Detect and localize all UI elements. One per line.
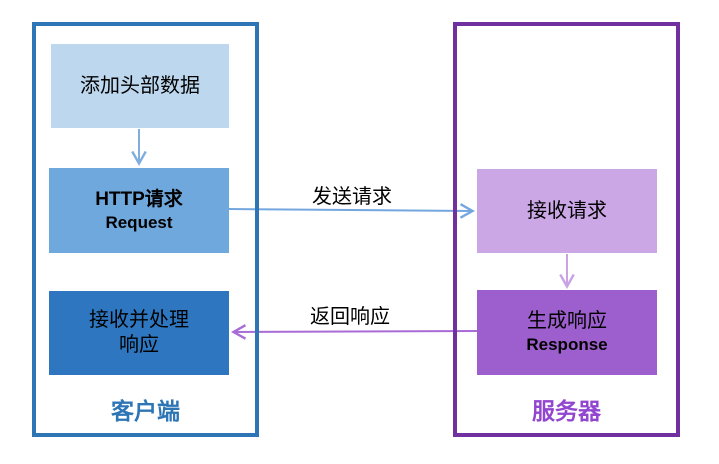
generate-response-box: 生成响应 Response xyxy=(477,290,657,375)
http-request-line2: Request xyxy=(105,212,173,232)
http-request-box: HTTP请求 Request xyxy=(49,168,229,253)
send-request-arrow xyxy=(228,203,475,219)
add-header-label: 添加头部数据 xyxy=(80,74,200,97)
add-header-box: 添加头部数据 xyxy=(51,44,229,128)
server-label: 服务器 xyxy=(532,398,601,424)
receive-process-line2: 响应 xyxy=(119,334,159,356)
receive-request-label: 接收请求 xyxy=(527,199,607,222)
receive-process-box: 接收并处理 响应 xyxy=(49,291,229,375)
generate-response-line1: 生成响应 xyxy=(527,310,607,333)
return-response-arrow xyxy=(231,324,478,340)
http-request-line1: HTTP请求 xyxy=(95,189,183,210)
server-container xyxy=(453,22,680,437)
send-request-label: 发送请求 xyxy=(312,186,392,208)
client-label: 客户端 xyxy=(111,398,180,424)
generate-response-line2: Response xyxy=(526,335,608,355)
receive-request-box: 接收请求 xyxy=(477,169,657,253)
receive-process-line1: 接收并处理 xyxy=(89,309,189,331)
return-response-label: 返回响应 xyxy=(310,306,390,328)
client-container xyxy=(32,22,259,437)
